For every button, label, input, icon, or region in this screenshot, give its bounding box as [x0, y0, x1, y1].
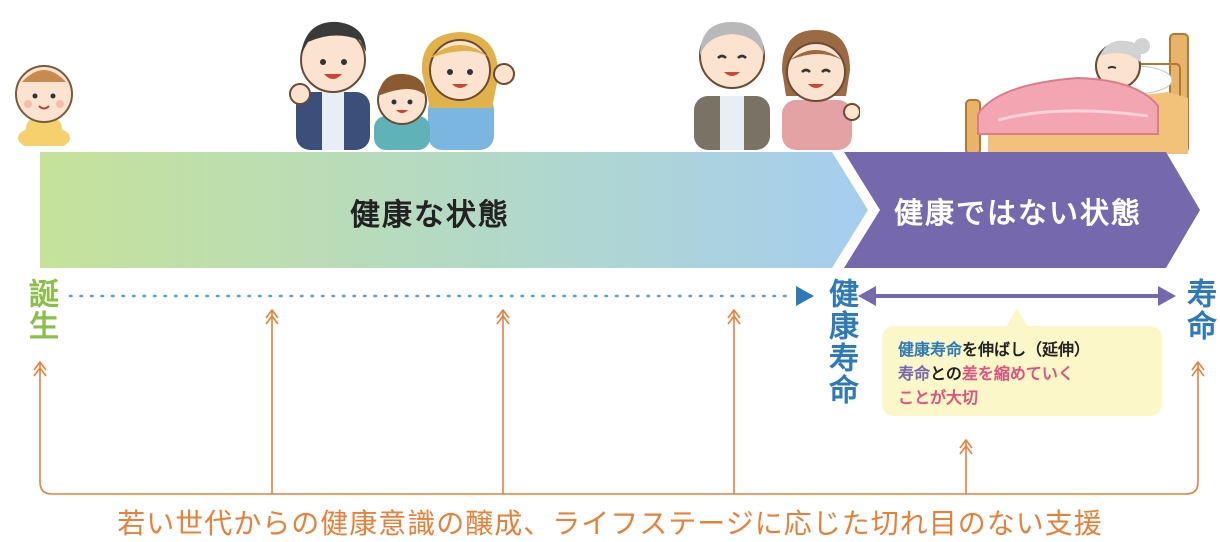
note-line-1: 健康寿命を伸ばし（延伸）: [898, 338, 1146, 362]
unhealthy-state-arrow: [844, 152, 1200, 268]
life-expectancy-label: 寿命: [1181, 278, 1216, 342]
timeline-banner: [40, 152, 1200, 268]
bedridden-person-icon: [965, 33, 1189, 154]
gap-arrowhead-left: [858, 286, 876, 306]
dotted-line-arrowhead: [796, 286, 814, 306]
note-line-3: ことが大切: [898, 388, 979, 407]
healthy-state-arrow: [40, 152, 868, 268]
support-arrowheads: [33, 309, 1205, 455]
healthy-life-note: 健康寿命を伸ばし（延伸） 寿命との差を縮めていく ことが大切: [882, 326, 1162, 416]
note-narrow-gap-text: 差を縮めていく: [961, 364, 1074, 383]
healthy-life-expectancy-label: 健康寿命: [823, 278, 858, 406]
support-bracket: [39, 310, 1199, 495]
unhealthy-state-label: 健康ではない状態: [894, 196, 1143, 230]
note-healthy-life-term: 健康寿命: [898, 340, 963, 359]
note-extend-text: を伸ばし（延伸）: [962, 340, 1091, 359]
gap-arrowhead-right: [1158, 286, 1176, 306]
note-line-2: 寿命との差を縮めていく: [898, 362, 1146, 386]
baby-icon: [15, 65, 73, 146]
note-speech-tail: [1006, 308, 1028, 327]
family-icon: [289, 21, 515, 150]
support-caption: 若い世代からの健康意識の醸成、ライフステージに応じた切れ目のない支援: [117, 507, 1103, 540]
birth-label: 誕生: [23, 278, 58, 342]
note-life-term: 寿命: [898, 364, 931, 383]
elderly-couple-icon: [694, 22, 860, 150]
note-with-text: との: [930, 364, 962, 383]
healthy-state-label: 健康な状態: [350, 198, 510, 233]
